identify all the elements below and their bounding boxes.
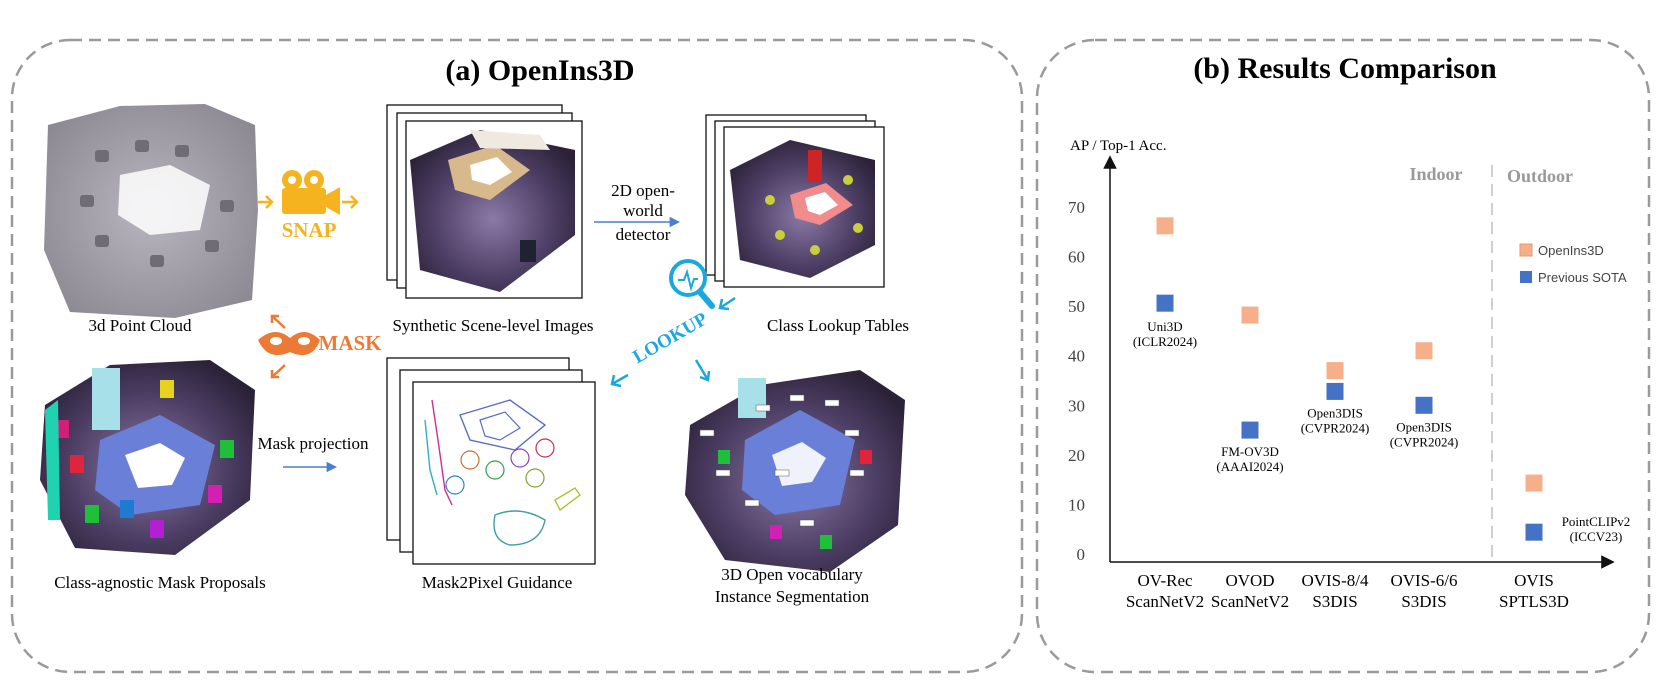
x-category-2-line2: S3DIS (1312, 592, 1357, 611)
annotation-0-line1: Uni3D (1147, 319, 1182, 334)
point-previous-sota-1 (1241, 421, 1259, 439)
panel-a-border (10, 38, 1024, 674)
chart-legend: OpenIns3D Previous SOTA (1519, 243, 1627, 285)
point-openins3d-3 (1415, 342, 1433, 360)
x-category-3-line1: OVIS-6/6 (1390, 571, 1457, 590)
lookup-arrow-bottom (694, 359, 711, 382)
point-previous-sota-3 (1415, 396, 1433, 414)
x-category-1-line1: OVOD (1225, 571, 1274, 590)
x-category-2-line1: OVIS-8/4 (1301, 571, 1369, 590)
annotation-3-line2: (CVPR2024) (1390, 434, 1459, 449)
x-category-4-line2: SPTLS3D (1499, 592, 1569, 611)
lookup-label: LOOKUP (629, 308, 711, 368)
detector-label-2: world (623, 201, 663, 220)
legend-swatch-previous-sota (1520, 271, 1532, 283)
synthetic-images-label: Synthetic Scene-level Images (392, 316, 593, 335)
x-category-0-line1: OV-Rec (1137, 571, 1193, 590)
mask-proposals-label: Class-agnostic Mask Proposals (54, 573, 266, 592)
x-category-1-line2: ScanNetV2 (1211, 592, 1289, 611)
panel-b-border (1035, 38, 1651, 674)
annotation-1-line2: (AAAI2024) (1216, 459, 1283, 474)
point-previous-sota-2 (1326, 382, 1344, 400)
mask-label: MASK (319, 331, 383, 355)
point-openins3d-2 (1326, 362, 1344, 380)
point-previous-sota-4 (1525, 523, 1543, 541)
mask-projection-label: Mask projection (258, 434, 369, 453)
snap-arrow-left (258, 195, 274, 209)
chart-ylabel: AP / Top-1 Acc. (1070, 138, 1166, 154)
y-tick-20: 20 (1068, 446, 1085, 465)
snap-label: SNAP (282, 218, 337, 242)
point-previous-sota-0 (1156, 294, 1174, 312)
snap-arrow-right (342, 195, 359, 209)
point-cloud-label: 3d Point Cloud (89, 316, 192, 335)
lookup-arrow-top (718, 296, 736, 311)
x-category-4-line1: OVIS (1514, 571, 1554, 590)
point-openins3d-0 (1156, 217, 1174, 235)
mask-proposals-image (40, 360, 255, 555)
y-tick-70: 70 (1068, 198, 1085, 217)
magnifier-icon (669, 259, 715, 309)
legend-label-openins3d: OpenIns3D (1538, 243, 1604, 258)
mask-arrow-down (270, 364, 286, 379)
y-tick-0: 0 (1077, 545, 1086, 564)
mask2pixel-stack (386, 357, 596, 565)
y-tick-50: 50 (1068, 297, 1085, 316)
lookup-tables-label: Class Lookup Tables (767, 316, 909, 335)
result-segmentation-image (685, 370, 905, 572)
legend-swatch-openins3d (1519, 243, 1533, 257)
result-label-1: 3D Open vocabulary (721, 565, 863, 584)
synthetic-images-stack (386, 104, 583, 299)
y-tick-30: 30 (1068, 396, 1085, 415)
result-label-2: Instance Segmentation (715, 587, 870, 606)
legend-label-previous-sota: Previous SOTA (1538, 270, 1627, 285)
y-tick-10: 10 (1068, 495, 1085, 514)
lookup-arrow-left (610, 373, 629, 388)
data-annotations: Uni3D(ICLR2024) FM-OV3D(AAAI2024) Open3DIS… (1133, 319, 1630, 544)
y-tick-labels: 0 10 20 30 40 50 60 70 (1068, 198, 1085, 564)
mask2pixel-label: Mask2Pixel Guidance (422, 573, 573, 592)
point-openins3d-4 (1525, 474, 1543, 492)
point-cloud-image (44, 104, 258, 318)
y-tick-60: 60 (1068, 248, 1085, 267)
lookup-tables-stack (705, 114, 885, 288)
annotation-1-line1: FM-OV3D (1221, 444, 1279, 459)
x-category-0-line2: ScanNetV2 (1126, 592, 1204, 611)
x-category-3-line2: S3DIS (1401, 592, 1446, 611)
annotation-0-line2: (ICLR2024) (1133, 334, 1197, 349)
section-indoor-label: Indoor (1409, 164, 1462, 184)
annotation-3-line1: Open3DIS (1396, 419, 1452, 434)
y-tick-40: 40 (1068, 347, 1085, 366)
section-outdoor-label: Outdoor (1507, 166, 1573, 186)
mask-icon (258, 331, 320, 356)
point-openins3d-1 (1241, 306, 1259, 324)
panel-a-title: (a) OpenIns3D (445, 54, 634, 87)
data-points (1156, 217, 1543, 541)
annotation-2-line1: Open3DIS (1307, 405, 1363, 420)
detector-label-3: detector (616, 225, 671, 244)
camera-icon (282, 170, 340, 215)
annotation-4-line1: PointCLIPv2 (1562, 514, 1631, 529)
detector-label-1: 2D open- (611, 181, 675, 200)
annotation-2-line2: (CVPR2024) (1301, 420, 1370, 435)
annotation-4-line2: (ICCV23) (1570, 529, 1623, 544)
panel-b-title: (b) Results Comparison (1193, 52, 1497, 85)
mask-arrow-up (270, 314, 286, 329)
